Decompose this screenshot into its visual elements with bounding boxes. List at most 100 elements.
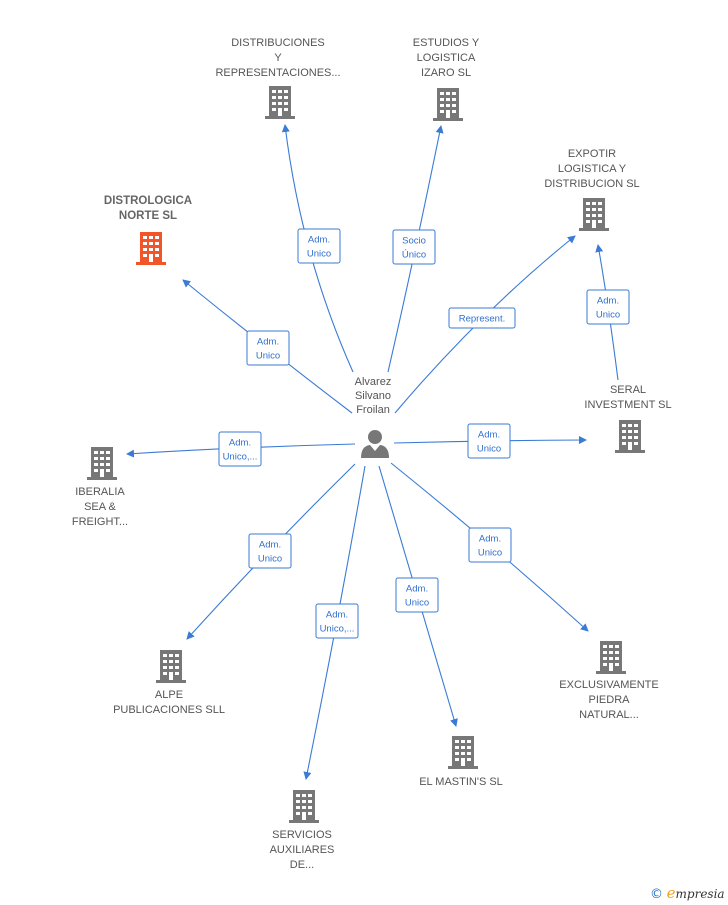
company-label-line: AUXILIARES <box>270 844 335 856</box>
role-box <box>395 577 439 613</box>
company-label-line: REPRESENTACIONES... <box>215 67 340 79</box>
company-label-distribuciones: DISTRIBUCIONES Y REPRESENTACIONES... <box>215 37 340 79</box>
company-label-line: EXCLUSIVAMENTE <box>559 679 658 691</box>
building-shape <box>615 420 645 453</box>
role-badge-seral-expotir[interactable]: Adm. Unico <box>586 289 630 325</box>
role-box <box>297 228 341 264</box>
building-shape <box>433 88 463 121</box>
company-label-line: LOGISTICA Y <box>558 163 627 175</box>
role-text: Unico,... <box>320 624 355 635</box>
company-label-line: Y <box>274 52 282 64</box>
company-label-line: IZARO SL <box>421 67 471 79</box>
company-label-line: DISTROLOGICA <box>104 195 192 207</box>
role-box <box>218 431 262 467</box>
person-icon <box>361 430 389 458</box>
role-badge-servicios[interactable]: Adm.Unico,... <box>315 603 359 639</box>
building-icon-seral[interactable] <box>615 420 645 453</box>
company-label-line: SEA & <box>84 501 116 513</box>
company-label-line: EL MASTIN'S SL <box>419 776 503 788</box>
company-label-estudios: ESTUDIOS Y LOGISTICA IZARO SL <box>413 37 480 79</box>
brand-logo-text: mpresia <box>675 887 725 901</box>
person-label-line: Froilan <box>356 404 390 416</box>
role-text: Unico <box>258 554 282 565</box>
company-label-line: NORTE SL <box>119 210 177 222</box>
company-label-iberalia: IBERALIA SEA & FREIGHT... <box>72 486 128 528</box>
company-label-line: PUBLICACIONES SLL <box>113 704 225 716</box>
building-icon-servicios[interactable] <box>289 790 319 823</box>
brand-logo-e: e <box>666 884 676 902</box>
building-icon-mastin[interactable] <box>448 736 478 769</box>
company-label-line: SERVICIOS <box>272 829 332 841</box>
company-label-line: DISTRIBUCION SL <box>544 178 639 190</box>
company-label-line: DE... <box>290 859 314 871</box>
role-badge-iberalia[interactable]: Adm. Unico,... <box>218 431 262 467</box>
role-text: Socio <box>402 236 426 247</box>
role-text: Adm. <box>478 430 500 441</box>
role-text: Unico <box>307 249 331 260</box>
role-text: Represent. <box>459 314 505 325</box>
company-label-line: ALPE <box>155 689 183 701</box>
role-badge-mastin[interactable]: Adm. Unico <box>395 577 439 613</box>
building-shape <box>596 641 626 674</box>
company-label-line: INVESTMENT SL <box>584 399 671 411</box>
building-shape <box>448 736 478 769</box>
building-icon-distribuciones[interactable] <box>265 86 295 119</box>
role-text: Unico <box>596 310 620 321</box>
role-text: Unico <box>477 444 501 455</box>
building-icon-estudios[interactable] <box>433 88 463 121</box>
role-badge-alpe[interactable]: Adm. Unico <box>248 533 292 569</box>
role-text: Único <box>402 250 426 261</box>
role-box <box>467 423 511 459</box>
building-shape <box>289 790 319 823</box>
role-text: Unico <box>478 548 502 559</box>
roles-layer: Adm.UnicoSocioÚnicoRepresent.Adm.UnicoAd… <box>218 228 630 639</box>
role-text: Unico <box>405 598 429 609</box>
company-label-line: DISTRIBUCIONES <box>231 37 325 49</box>
building-shape <box>136 232 166 265</box>
role-text: Adm. <box>229 438 251 449</box>
brand-watermark: © empresia <box>650 884 725 902</box>
building-shape <box>156 650 186 683</box>
role-box <box>586 289 630 325</box>
role-text: Unico,... <box>223 452 258 463</box>
role-text: Adm. <box>479 534 501 545</box>
building-icon-alpe[interactable] <box>156 650 186 683</box>
company-label-line: LOGISTICA <box>417 52 476 64</box>
building-shape <box>87 447 117 480</box>
role-badge-distribuciones[interactable]: Adm. Unico <box>297 228 341 264</box>
role-text: Adm. <box>308 235 330 246</box>
building-icon-expotir[interactable] <box>579 198 609 231</box>
company-label-distrologica: DISTROLOGICA NORTE SL <box>104 195 192 222</box>
copyright-symbol: © <box>650 887 663 902</box>
role-text: Adm. <box>257 337 279 348</box>
role-text: Adm. <box>259 540 281 551</box>
person-label-line: Alvarez <box>355 376 392 388</box>
company-label-servicios: SERVICIOS AUXILIARES DE... <box>270 829 335 871</box>
building-icon-exclusivamente[interactable] <box>596 641 626 674</box>
role-text: Unico <box>256 351 280 362</box>
role-badge-expotir[interactable]: Represent. <box>448 307 516 329</box>
role-text: Adm. <box>406 584 428 595</box>
role-box <box>248 533 292 569</box>
role-box <box>448 307 516 329</box>
role-text: Adm. <box>597 296 619 307</box>
role-badge-distrologica[interactable]: Adm. Unico <box>246 330 290 366</box>
role-badge-seral[interactable]: Adm. Unico <box>467 423 511 459</box>
company-label-line: FREIGHT... <box>72 516 128 528</box>
company-label-line: ESTUDIOS Y <box>413 37 480 49</box>
role-box <box>246 330 290 366</box>
company-label-line: IBERALIA <box>75 486 125 498</box>
company-label-mastin: EL MASTIN'S SL <box>419 776 503 788</box>
building-shape <box>265 86 295 119</box>
building-icon-distrologica[interactable] <box>136 232 166 265</box>
building-icon-iberalia[interactable] <box>87 447 117 480</box>
building-shape <box>579 198 609 231</box>
role-badge-exclusivamente[interactable]: Adm. Unico <box>468 527 512 563</box>
nodes-layer: DISTRIBUCIONES Y REPRESENTACIONES... ESTUDI… <box>72 37 672 871</box>
